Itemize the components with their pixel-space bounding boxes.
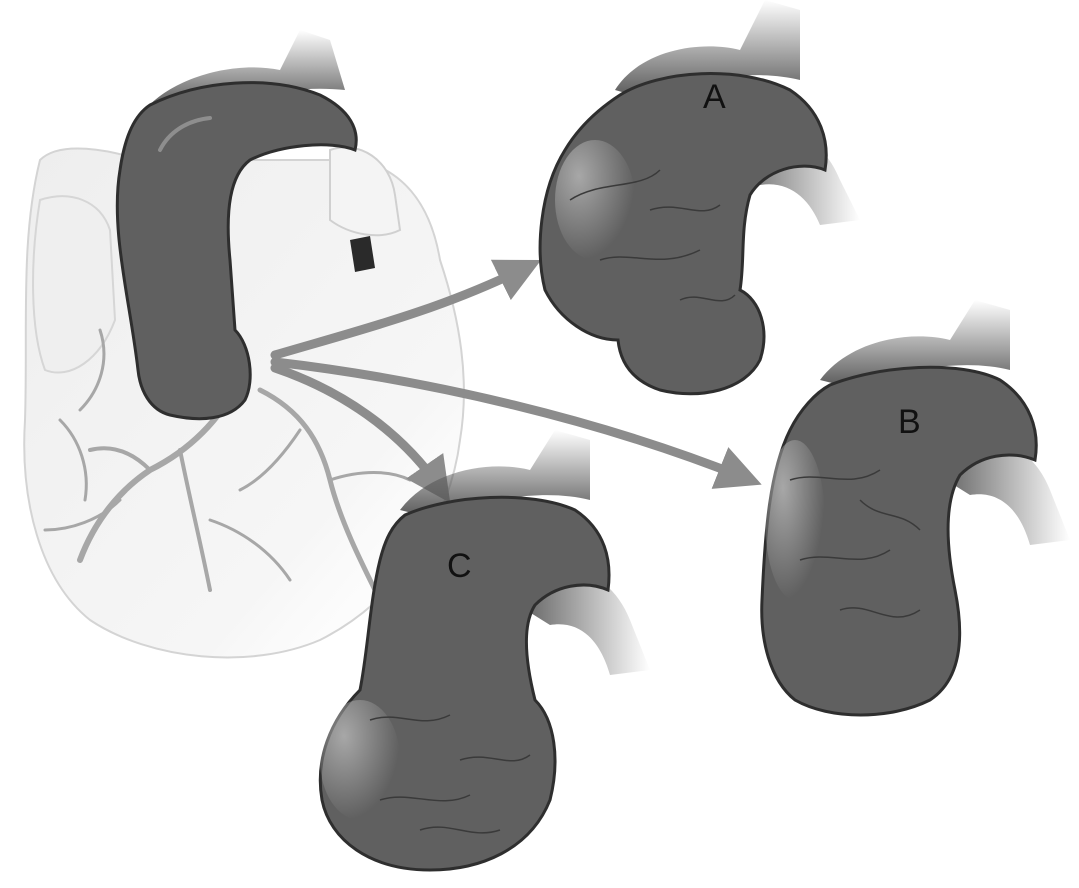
aneurysm-b: B xyxy=(762,300,1070,715)
aneurysm-a-highlight xyxy=(555,140,635,260)
aneurysm-b-highlight xyxy=(765,440,825,600)
panel-label-b: B xyxy=(898,403,921,441)
panel-label-a: A xyxy=(703,78,726,116)
pulmonary-trunk xyxy=(330,147,400,235)
aneurysm-a: A xyxy=(540,0,860,394)
panel-label-c: C xyxy=(447,547,472,585)
aneurysm-c-highlight xyxy=(320,700,400,820)
